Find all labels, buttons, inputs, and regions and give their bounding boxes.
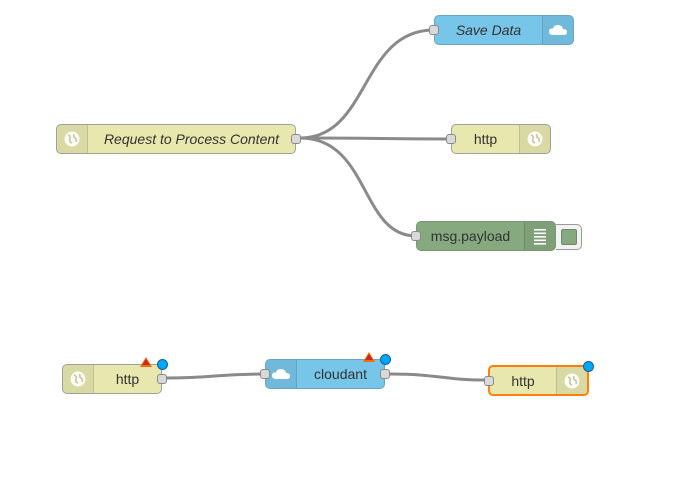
globe-icon bbox=[519, 125, 550, 153]
error-warning-icon bbox=[363, 352, 375, 362]
node-label: http bbox=[473, 131, 498, 147]
wire-cloudant-to-http-response[interactable] bbox=[389, 372, 489, 382]
node-label: cloudant bbox=[314, 366, 367, 382]
globe-icon bbox=[556, 367, 587, 394]
wire-request-to-save-data[interactable] bbox=[299, 28, 435, 140]
http-in-node-bottom[interactable]: http bbox=[62, 357, 168, 394]
input-port[interactable] bbox=[260, 369, 270, 379]
input-port[interactable] bbox=[411, 231, 421, 241]
changed-indicator-icon bbox=[157, 359, 168, 370]
globe-icon bbox=[63, 365, 94, 393]
node-label: Request to Process Content bbox=[103, 131, 280, 147]
wire-http-in-to-cloudant[interactable] bbox=[165, 372, 266, 380]
node-label: http bbox=[115, 371, 140, 387]
http-response-node-bottom[interactable]: http bbox=[484, 361, 594, 396]
save-data-node[interactable]: Save Data bbox=[429, 15, 574, 45]
node-label: Save Data bbox=[455, 22, 522, 38]
output-port[interactable] bbox=[380, 369, 390, 379]
changed-indicator-icon bbox=[583, 361, 594, 372]
wire-request-to-debug[interactable] bbox=[299, 136, 417, 238]
debug-toggle-indicator bbox=[560, 229, 577, 245]
output-port[interactable] bbox=[291, 134, 301, 144]
input-port[interactable] bbox=[484, 375, 494, 386]
debug-toggle-button[interactable] bbox=[556, 224, 582, 250]
cloud-icon bbox=[542, 16, 573, 44]
node-label: msg.payload bbox=[430, 228, 511, 244]
output-port[interactable] bbox=[157, 374, 167, 384]
cloudant-node[interactable]: cloudant bbox=[260, 352, 391, 389]
debug-node[interactable]: msg.payload bbox=[411, 221, 582, 251]
request-to-process-content-node[interactable]: Request to Process Content bbox=[56, 124, 301, 154]
debug-list-icon bbox=[524, 222, 555, 250]
input-port[interactable] bbox=[429, 25, 439, 35]
cloud-icon bbox=[266, 360, 297, 388]
node-label: http bbox=[511, 372, 535, 389]
wire-request-to-http-response[interactable] bbox=[299, 136, 452, 141]
globe-icon bbox=[57, 125, 88, 153]
changed-indicator-icon bbox=[380, 354, 391, 365]
error-warning-icon bbox=[140, 357, 152, 367]
input-port[interactable] bbox=[446, 134, 456, 144]
http-response-node-top[interactable]: http bbox=[446, 124, 551, 154]
